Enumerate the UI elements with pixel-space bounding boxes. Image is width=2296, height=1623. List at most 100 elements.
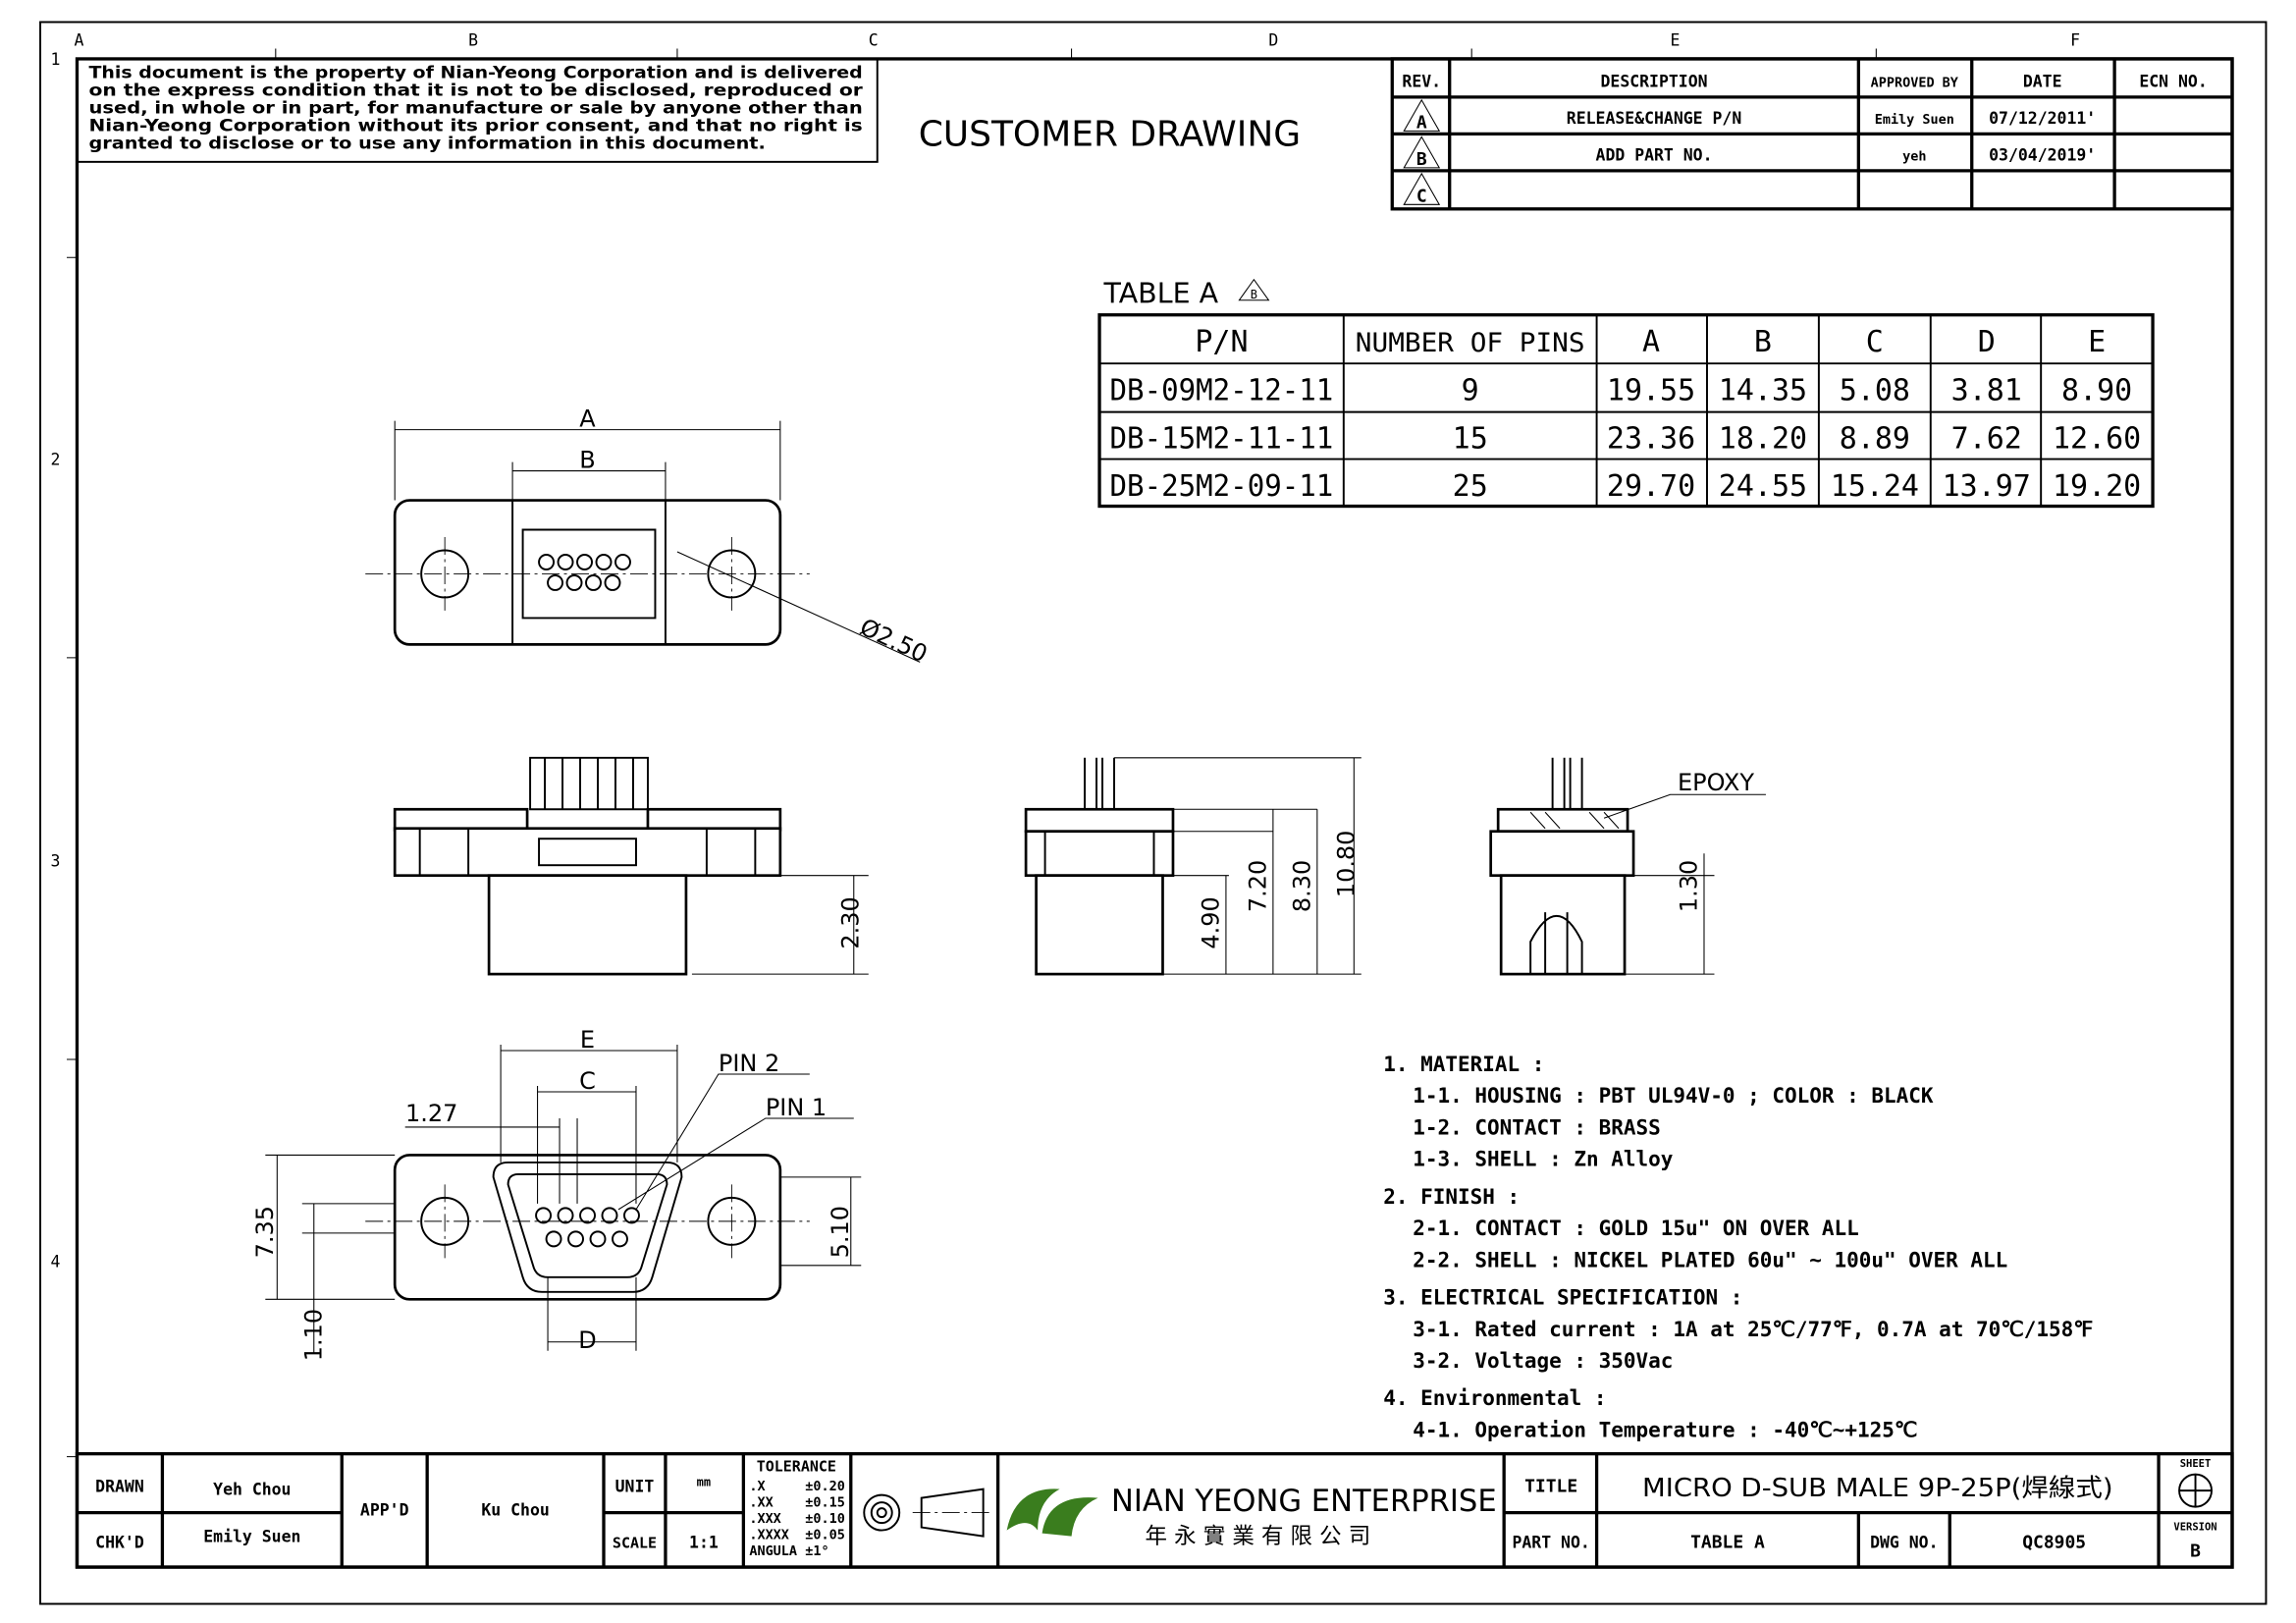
- dim-4-90: 4.90: [1197, 896, 1224, 948]
- table-a-cell: 19.55: [1607, 374, 1695, 408]
- pin-icon: [612, 1230, 628, 1248]
- date-header: DATE: [2023, 72, 2062, 90]
- tolerance-precision: .XX: [749, 1495, 773, 1511]
- dim-1-27: 1.27: [405, 1100, 457, 1127]
- side-view-long: 2.30: [393, 756, 869, 976]
- pin-icon: [557, 554, 574, 570]
- company-logo-icon: [1006, 1488, 1098, 1537]
- rev-triangle-icon: [1403, 98, 1441, 205]
- dim-c: C: [579, 1067, 596, 1095]
- rev-triangle-icon: [1238, 278, 1270, 301]
- tolerance-value: ±1°: [805, 1543, 828, 1559]
- table-a-cell: 13.97: [1943, 469, 2031, 504]
- table-a-header: A: [1642, 325, 1660, 359]
- dim-8-30: 8.30: [1288, 860, 1315, 912]
- scale-label: SCALE: [613, 1535, 657, 1552]
- revision-table: REV. DESCRIPTION APPROVED BY DATE ECN NO…: [1390, 57, 2234, 211]
- pin-icon: [579, 1207, 596, 1224]
- projection-symbol-icon: [863, 1488, 989, 1538]
- table-a-cell: 24.55: [1719, 469, 1807, 504]
- pin-1-label: PIN 1: [766, 1094, 827, 1121]
- part-no-label: PART NO.: [1512, 1534, 1589, 1552]
- zone-row-1: 1: [51, 50, 61, 69]
- table-a-cell: 14.35: [1719, 374, 1807, 408]
- front-view: A B Ø2.50: [365, 406, 932, 668]
- table-a-cell: 3.81: [1951, 374, 2022, 408]
- tolerance-precision: .XXX: [749, 1511, 780, 1527]
- rev-description: RELEASE&CHANGE P/N: [1567, 109, 1741, 128]
- pin-icon: [557, 1207, 574, 1224]
- rev-approved: Emily Suen: [1875, 112, 1954, 128]
- pin-icon: [604, 573, 621, 591]
- pin-icon: [545, 1230, 562, 1248]
- pin-icon: [614, 554, 631, 570]
- rev-date: 07/12/2011': [1989, 109, 2096, 128]
- zone-col-d: D: [1268, 30, 1278, 49]
- dim-b: B: [579, 447, 595, 474]
- bottom-view: E C 1.27 PIN 2 PIN 1 7.35 1.10 5.10 D: [251, 1026, 862, 1361]
- notice-line: Nian-Yeong Corporation without its prior…: [88, 116, 863, 135]
- checked-label: CHK'D: [95, 1534, 144, 1552]
- dim-10-80: 10.80: [1332, 831, 1360, 898]
- dim-hole-diameter: Ø2.50: [856, 613, 932, 668]
- table-a-cell: DB-25M2-09-11: [1110, 469, 1334, 504]
- note-line: 2-1. CONTACT : GOLD 15u" ON OVER ALL: [1413, 1217, 1858, 1240]
- note-line: 2-2. SHELL : NICKEL PLATED 60u" ~ 100u" …: [1413, 1248, 2007, 1271]
- zone-col-b: B: [468, 30, 478, 49]
- note-line: 1. MATERIAL :: [1383, 1053, 1544, 1076]
- dim-1-30: 1.30: [1675, 860, 1702, 912]
- table-a-cell: 25: [1453, 469, 1488, 504]
- pin-icon: [595, 554, 613, 570]
- dim-7-35: 7.35: [251, 1206, 279, 1258]
- note-line: 3. ELECTRICAL SPECIFICATION :: [1383, 1286, 1742, 1310]
- rev-description: ADD PART NO.: [1596, 145, 1713, 164]
- company-name-chinese: 年 永 實 業 有 限 公 司: [1146, 1524, 1371, 1549]
- pin-icon: [601, 1207, 618, 1224]
- zone-row-2: 2: [51, 451, 61, 469]
- unit-label: UNIT: [615, 1478, 655, 1496]
- title-block: DRAWN Yeh Chou CHK'D Emily Suen APP'D Ku…: [75, 1452, 2234, 1569]
- ecn-header: ECN NO.: [2139, 72, 2207, 90]
- checked-by: Emily Suen: [203, 1528, 300, 1546]
- note-line: 1-3. SHELL : Zn Alloy: [1413, 1148, 1673, 1171]
- table-a-cell: 15.24: [1831, 469, 1919, 504]
- zone-col-f: F: [2070, 30, 2080, 49]
- rev-date: 03/04/2019': [1989, 145, 2096, 164]
- zone-col-e: E: [1671, 30, 1681, 49]
- pin-icon: [567, 1230, 584, 1248]
- table-a-cell: 8.90: [2061, 374, 2132, 408]
- tolerance-value: ±0.05: [805, 1528, 845, 1543]
- version-label: VERSION: [2173, 1522, 2216, 1534]
- company-name: NIAN YEONG ENTERPRISE: [1111, 1484, 1497, 1519]
- pin-icon: [589, 1230, 607, 1248]
- pin-icon: [538, 554, 556, 570]
- rev-header: REV.: [1402, 72, 1441, 90]
- tolerance-precision: .X: [749, 1479, 765, 1494]
- note-line: 1-1. HOUSING : PBT UL94V-0 ; COLOR : BLA…: [1413, 1084, 1934, 1108]
- zone-col-c: C: [869, 30, 879, 49]
- zone-col-a: A: [74, 30, 83, 49]
- pin-icon: [576, 554, 593, 570]
- sheet-label: SHEET: [2180, 1458, 2212, 1470]
- note-line: 3-1. Rated current : 1A at 25℃/77℉, 0.7A…: [1413, 1318, 2093, 1341]
- tolerance-table: .X±0.20.XX±0.15.XXX±0.10.XXXX±0.05ANGULA…: [749, 1479, 844, 1559]
- note-line: 4. Environmental :: [1383, 1386, 1606, 1410]
- pin-icon: [623, 1207, 640, 1224]
- outer-border: [39, 21, 2268, 1605]
- tolerance-precision: .XXXX: [749, 1528, 789, 1543]
- rev-approved: yeh: [1902, 148, 1926, 164]
- table-a-cell: 7.62: [1951, 421, 2022, 456]
- tolerance-value: ±0.15: [805, 1495, 845, 1511]
- dim-1-10: 1.10: [299, 1309, 327, 1361]
- note-line: 2. FINISH :: [1383, 1185, 1520, 1209]
- table-a-header: B: [1754, 325, 1772, 359]
- approved-by: Ku Chou: [481, 1501, 549, 1520]
- dwg-no-label: DWG NO.: [1870, 1534, 1938, 1552]
- dim-a: A: [579, 406, 596, 433]
- tolerance-title: TOLERANCE: [757, 1458, 836, 1476]
- drawing-label: CUSTOMER DRAWING: [919, 114, 1301, 154]
- unit-value: mm: [697, 1476, 711, 1489]
- version-value: B: [2190, 1542, 2201, 1562]
